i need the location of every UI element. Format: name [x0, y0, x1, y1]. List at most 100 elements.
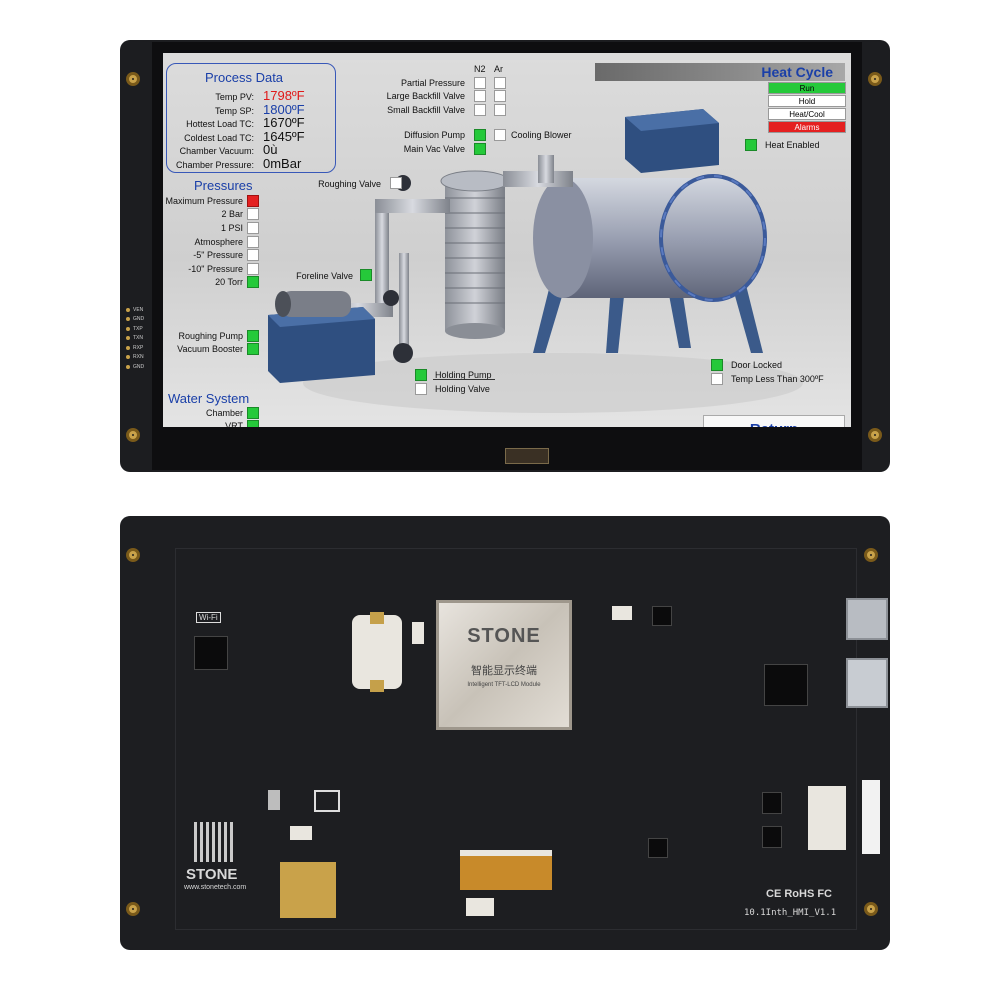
process-data-value: 1800ºF [263, 101, 305, 117]
diffusion-pump-label: Diffusion Pump [404, 130, 465, 140]
status-label: Maximum Pressure [165, 195, 243, 206]
status-label: Chamber [205, 407, 243, 418]
process-data-value: 0ù [263, 142, 278, 158]
mount-hole [868, 428, 882, 442]
holding-valve-indicator[interactable] [415, 383, 427, 395]
diffusion-pump-indicator[interactable] [474, 129, 486, 141]
holding-valve-label: Holding Valve [435, 384, 490, 394]
mode-alarms[interactable]: Alarms [768, 121, 846, 133]
pin-label: RXP [133, 344, 144, 351]
chip-brand: STONE [467, 625, 541, 647]
status-indicator[interactable] [247, 329, 259, 342]
roughing-valve-label: Roughing Valve [318, 179, 381, 189]
status-row: Roughing Pump [163, 329, 259, 343]
foreline-valve-indicator[interactable] [360, 269, 372, 281]
status-row: Vacuum Booster [163, 343, 259, 357]
holding-pump-indicator[interactable] [415, 369, 427, 381]
mount-hole [126, 902, 140, 916]
status-indicator[interactable] [247, 249, 259, 262]
n2-valve-indicator[interactable] [474, 76, 486, 89]
status-label: Atmosphere [194, 236, 243, 247]
cooling-blower-label: Cooling Blower [511, 130, 572, 140]
inductor [648, 838, 668, 858]
process-data-row: Temp SP:1800ºF [171, 101, 331, 117]
status-row: Chamber [163, 406, 259, 420]
gas-valve-label: Small Backfill Valve [387, 104, 465, 115]
ic-chip [764, 664, 808, 706]
cooling-blower-indicator[interactable] [494, 129, 506, 141]
stone-processor-module [436, 600, 572, 730]
gold-pad [280, 862, 336, 918]
connector-pin: GND [126, 315, 152, 325]
status-indicator[interactable] [247, 194, 259, 207]
status-indicator[interactable] [247, 406, 259, 419]
pin-pad [126, 307, 130, 312]
certifications: CE RoHS FC [766, 888, 832, 900]
pin-pad [126, 336, 130, 341]
status-label: 2 Bar [221, 209, 243, 220]
status-label: Roughing Pump [178, 330, 243, 341]
small-fpc [466, 898, 494, 916]
process-data-row: Chamber Vacuum:0ù [171, 142, 331, 158]
heat-enabled-indicator[interactable] [745, 139, 757, 151]
serial-header [808, 786, 846, 850]
heat-cycle-title: Heat Cycle [761, 64, 833, 80]
status-indicator[interactable] [247, 343, 259, 356]
mode-hold[interactable]: Hold [768, 95, 846, 107]
status-row: 20 Torr [163, 276, 259, 290]
door-locked-indicator [711, 359, 723, 371]
flex-cable [505, 448, 549, 464]
status-indicator[interactable] [247, 420, 259, 427]
gas-valve-row: Partial Pressure [343, 76, 513, 90]
status-indicator[interactable] [247, 262, 259, 275]
ic-chip [762, 826, 782, 848]
connector-pin: RXP [126, 343, 152, 353]
door-locked-label: Door Locked [731, 360, 783, 370]
mount-hole [864, 548, 878, 562]
process-data-label: Chamber Pressure: [175, 159, 254, 170]
ar-valve-indicator[interactable] [494, 103, 506, 116]
gas-valve-label: Partial Pressure [400, 77, 465, 88]
process-data-title: Process Data [205, 70, 284, 85]
status-indicator[interactable] [247, 276, 259, 289]
process-data-row: Temp PV: 1798ºF [171, 88, 331, 103]
crystal [412, 622, 424, 644]
pin-pad [126, 326, 130, 331]
n2-header: N2 [474, 64, 486, 74]
mode-heat-cool[interactable]: Heat/Cool [768, 108, 846, 120]
n2-valve-indicator[interactable] [474, 90, 486, 103]
model-number: 10.1Inth_HMI_V1.1 [744, 908, 837, 918]
main-vac-valve-indicator[interactable] [474, 143, 486, 155]
roughing-valve-indicator[interactable] [390, 177, 402, 189]
ar-valve-indicator[interactable] [494, 90, 506, 103]
website: www.stonetech.com [184, 884, 247, 891]
status-indicator[interactable] [247, 208, 259, 221]
status-row: -5" Pressure [163, 248, 259, 262]
mode-run[interactable]: Run [768, 82, 846, 94]
pin-label: GND [133, 316, 145, 323]
connector-pin: VEN [126, 305, 152, 315]
water-system-title: Water System [168, 391, 250, 406]
inductor [652, 606, 672, 626]
status-label: -10" Pressure [188, 263, 243, 274]
status-row: VRT [163, 420, 259, 427]
status-indicator[interactable] [247, 235, 259, 248]
return-button[interactable]: Return [703, 415, 845, 427]
status-row: Maximum Pressure [163, 194, 259, 208]
temp-less-label: Temp Less Than 300ºF [731, 374, 824, 384]
pin-label: GND [133, 363, 145, 370]
process-data-value: 1798ºF [263, 88, 305, 103]
status-row: 2 Bar [163, 208, 259, 222]
pcb-outline [175, 548, 857, 930]
status-indicator[interactable] [247, 221, 259, 234]
connector-pin: RXN [126, 353, 152, 363]
ar-valve-indicator[interactable] [494, 76, 506, 89]
ar-header: Ar [494, 64, 503, 74]
n2-valve-indicator[interactable] [474, 103, 486, 116]
process-data-label: Temp PV: [215, 92, 254, 102]
foreline-valve-label: Foreline Valve [296, 271, 353, 281]
